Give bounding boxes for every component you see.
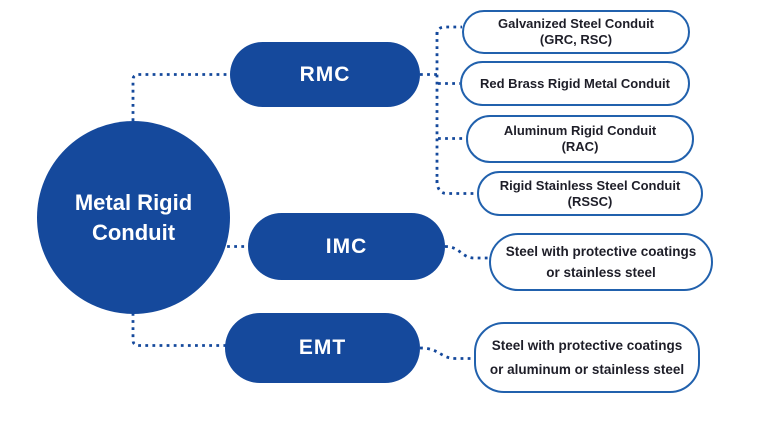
leaf-node-emt-material: Steel with protective coatings or alumin… — [474, 322, 700, 393]
branch-pill-imc: IMC — [248, 213, 445, 280]
leaf-node-rigid-stainless: Rigid Stainless Steel Conduit (RSSC) — [477, 171, 703, 216]
leaf-label-line2: (RAC) — [561, 139, 599, 154]
leaf-label-line2: (RSSC) — [567, 193, 613, 209]
leaf-label-line2: or aluminum or stainless steel — [489, 361, 685, 377]
connector-root-rmc — [131, 73, 229, 121]
leaf-label-line1: Red Brass Rigid Metal Conduit — [480, 75, 670, 91]
connector-rmc-leaf1 — [435, 25, 462, 36]
root-label-line2: Conduit — [91, 219, 176, 245]
leaf-node-red-brass: Red Brass Rigid Metal Conduit — [460, 61, 690, 106]
connector-emt-leaf — [419, 346, 473, 360]
root-node: Metal Rigid Conduit — [37, 121, 230, 314]
leaf-node-imc-material: Steel with protective coatings or stainl… — [489, 233, 713, 291]
leaf-node-aluminum-rigid: Aluminum Rigid Conduit (RAC) — [466, 115, 694, 163]
connector-imc-leaf — [444, 245, 488, 260]
leaf-label-line1: Steel with protective coatings — [505, 244, 697, 259]
leaf-label-line1: Aluminum Rigid Conduit — [503, 123, 657, 138]
connector-rmc-leaf4 — [435, 179, 477, 195]
leaf-label-line2: (GRC, RSC) — [539, 32, 613, 47]
leaf-label-line1: Galvanized Steel Conduit — [497, 16, 655, 31]
leaf-label-line1: Steel with protective coatings — [491, 337, 683, 353]
branch-pill-emt: EMT — [225, 313, 420, 383]
connector-root-emt — [131, 313, 226, 347]
branch-label-rmc: RMC — [299, 62, 351, 86]
root-label-line1: Metal Rigid — [74, 189, 193, 215]
branch-label-emt: EMT — [298, 336, 347, 359]
branch-pill-rmc: RMC — [230, 42, 420, 107]
leaf-label-line1: Rigid Stainless Steel Conduit — [499, 177, 681, 193]
leaf-label-line2: or stainless steel — [546, 265, 656, 280]
leaf-node-galvanized-steel: Galvanized Steel Conduit (GRC, RSC) — [462, 10, 690, 54]
branch-label-imc: IMC — [325, 234, 368, 258]
